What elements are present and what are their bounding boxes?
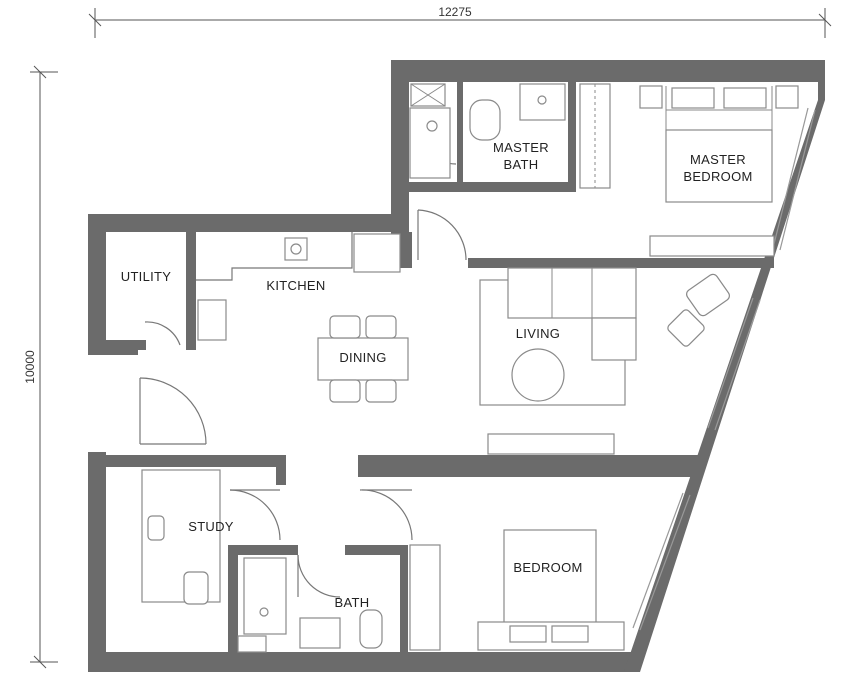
dining-set xyxy=(317,315,409,403)
height-dimension-label: 10000 xyxy=(23,350,37,384)
kitchen-counter xyxy=(196,232,401,281)
doors xyxy=(139,127,467,598)
master-bath-fixtures xyxy=(409,83,566,179)
room-label-utility: UTILITY xyxy=(121,269,172,284)
height-dimension: 10000 xyxy=(23,65,58,669)
room-label-dining: DINING xyxy=(339,350,386,365)
living-set xyxy=(479,267,730,455)
width-dimension-label: 12275 xyxy=(438,5,472,19)
exterior-walls xyxy=(88,60,825,672)
room-label-bedroom: BEDROOM xyxy=(513,560,582,575)
window-glazing xyxy=(632,107,816,631)
master-wardrobe xyxy=(579,83,611,189)
room-label-bath: BATH xyxy=(335,595,370,610)
room-label-living: LIVING xyxy=(516,326,560,341)
bedroom-set xyxy=(409,529,625,651)
room-label-master-bath-1: MASTER xyxy=(493,140,549,155)
room-label-study: STUDY xyxy=(188,519,234,534)
bath-fixtures xyxy=(237,557,383,653)
master-bed xyxy=(639,85,799,257)
room-label-master-bedroom-1: MASTER xyxy=(690,152,746,167)
interior-walls xyxy=(88,82,774,655)
room-label-master-bath-2: BATH xyxy=(504,157,539,172)
room-label-master-bedroom-2: BEDROOM xyxy=(683,169,752,184)
width-dimension: 12275 xyxy=(88,5,832,38)
study-desk xyxy=(141,469,221,605)
room-label-kitchen: KITCHEN xyxy=(266,278,325,293)
utility-fixture xyxy=(197,299,227,341)
